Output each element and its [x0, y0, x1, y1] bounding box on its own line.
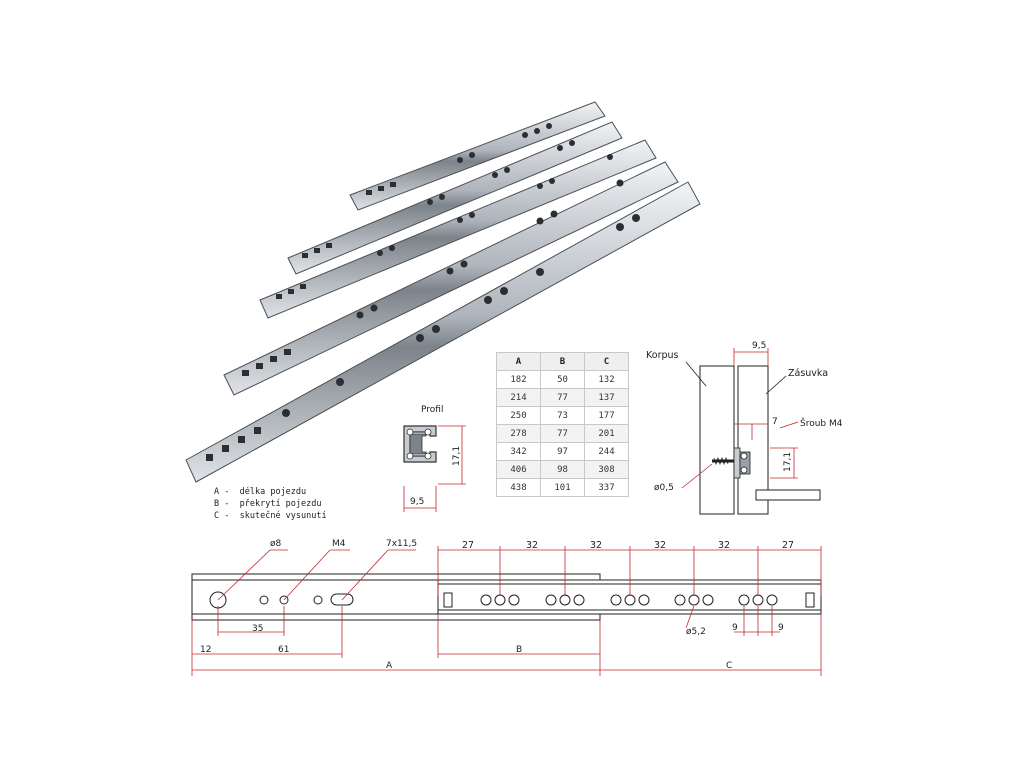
- table-cell: 342: [496, 442, 541, 461]
- dim-32-4: 32: [718, 540, 730, 551]
- table-cell: 250: [496, 406, 541, 425]
- table-cell: 98: [540, 460, 585, 479]
- hole-8-label: ø8: [270, 539, 282, 549]
- slot-label: 7x11,5: [386, 539, 417, 549]
- hole-52-label: ø5,2: [686, 627, 706, 637]
- profile-inner-shape: [409, 433, 427, 455]
- slide-rail-2: [287, 121, 623, 275]
- legend-row-a: A - délka pojezdu: [214, 486, 327, 498]
- table-cell: 77: [540, 424, 585, 443]
- legend-text: délka pojezdu: [239, 487, 307, 497]
- slide-rail-4: [223, 161, 679, 396]
- legend-row-c: C - skutečné vysunutí: [214, 510, 327, 522]
- legend-text: překrytí pojezdu: [239, 499, 322, 509]
- table-cell: 244: [584, 442, 629, 461]
- drawer-bottom: [755, 489, 821, 501]
- profile-diagram: Profil 17,1 9,5: [403, 405, 466, 512]
- dim-32-2: 32: [590, 540, 602, 551]
- table-cell: 438: [496, 478, 541, 497]
- legend-text: skutečné vysunutí: [239, 511, 327, 521]
- legend-letter: A: [214, 487, 220, 497]
- mount-hole-label: ø0,5: [654, 483, 674, 493]
- m4-label: M4: [332, 539, 346, 549]
- zasuvka-label: Zásuvka: [788, 368, 828, 379]
- legend-sep: -: [224, 487, 230, 497]
- table-cell: 177: [584, 406, 629, 425]
- table-cell: 308: [584, 460, 629, 479]
- dim-9-left: 9: [732, 623, 738, 633]
- dim-35: 35: [252, 624, 263, 634]
- table-cell: 278: [496, 424, 541, 443]
- zasuvka-panel: [737, 365, 769, 515]
- dim-b-label: B: [516, 645, 522, 655]
- dim-61: 61: [278, 645, 289, 655]
- slide-rail-5: [185, 181, 701, 483]
- mount-offset-label: 7: [772, 417, 778, 427]
- profile-height-label: 17,1: [452, 446, 462, 466]
- dim-c-label: C: [726, 661, 732, 671]
- dimension-lines: [191, 546, 822, 676]
- slide-profile: [733, 447, 741, 479]
- mount-width-label: 9,5: [752, 341, 766, 351]
- dim-27-left: 27: [462, 540, 474, 551]
- table-cell: 73: [540, 406, 585, 425]
- table-cell: 77: [540, 388, 585, 407]
- screw-label: Šroub M4: [800, 417, 843, 429]
- table-cell: 337: [584, 478, 629, 497]
- dim-9-right: 9: [778, 623, 784, 633]
- table-cell: 50: [540, 370, 585, 389]
- profile-width-label: 9,5: [410, 497, 424, 507]
- korpus-panel: [699, 365, 735, 515]
- table-header-a: A: [496, 352, 541, 371]
- table-cell: 137: [584, 388, 629, 407]
- profile-title: Profil: [421, 405, 443, 415]
- slide-rail-1: [349, 101, 606, 211]
- table-header-row: A B C: [496, 352, 629, 371]
- dim-12: 12: [200, 645, 211, 655]
- mounting-diagram: Korpus Zásuvka Šroub M4 9,5 7 17,1 ø0,5: [646, 341, 843, 515]
- slide-rail-3: [259, 139, 657, 319]
- legend-sep: -: [224, 511, 230, 521]
- table-cell: 406: [496, 460, 541, 479]
- legend-sep: -: [224, 499, 230, 509]
- drawer-slides-photo: [185, 101, 701, 483]
- mount-height-label: 17,1: [783, 452, 793, 472]
- dim-27-right: 27: [782, 540, 794, 551]
- dim-32-3: 32: [654, 540, 666, 551]
- table-cell: 97: [540, 442, 585, 461]
- table-cell: 201: [584, 424, 629, 443]
- legend-row-b: B - překrytí pojezdu: [214, 498, 327, 510]
- table-cell: 132: [584, 370, 629, 389]
- table-header-b: B: [540, 352, 585, 371]
- dim-32-1: 32: [526, 540, 538, 551]
- korpus-label: Korpus: [646, 350, 679, 361]
- legend-letter: C: [214, 511, 220, 521]
- dim-a-label: A: [386, 661, 393, 671]
- table-header-c: C: [584, 352, 629, 371]
- table-cell: 101: [540, 478, 585, 497]
- table-cell: 182: [496, 370, 541, 389]
- legend-letter: B: [214, 499, 220, 509]
- table-cell: 214: [496, 388, 541, 407]
- legend: A - délka pojezdu B - překrytí pojezdu C…: [214, 486, 327, 522]
- rail-dimension-drawing: ø8 M4 7x11,5 27 32 32 32 32 27 35 12 61 …: [191, 539, 822, 676]
